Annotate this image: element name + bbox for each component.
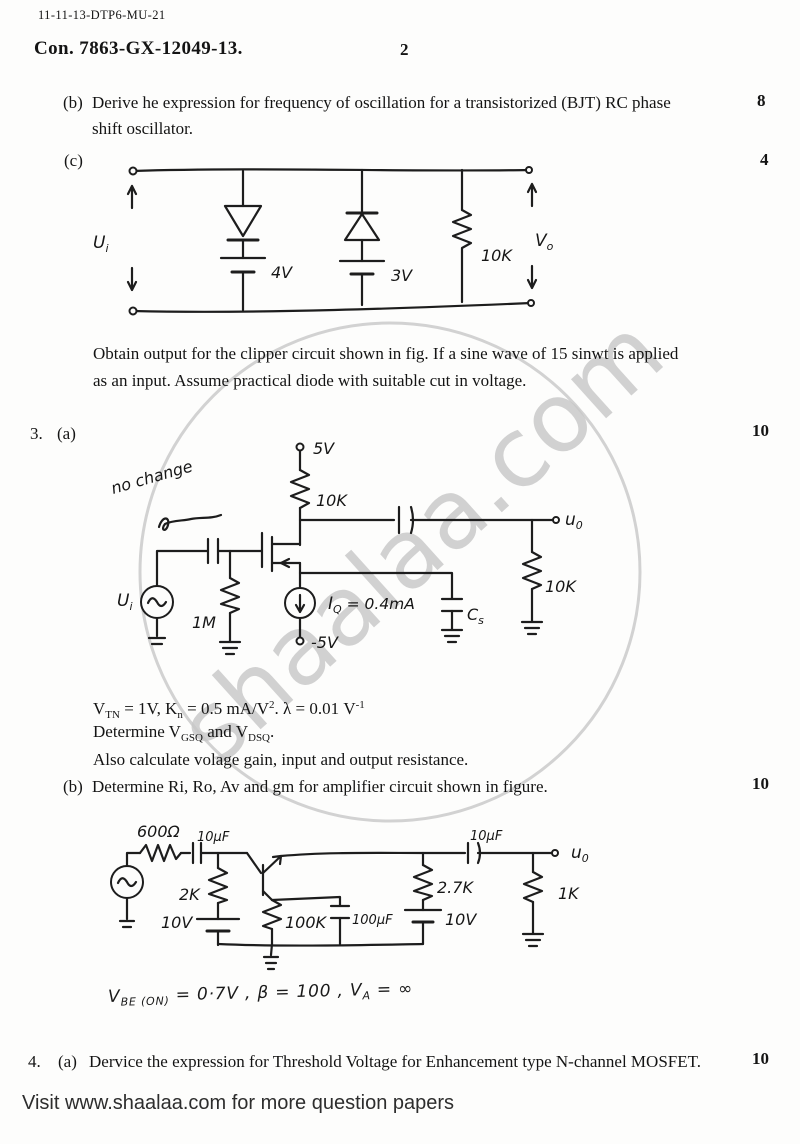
q2c-marks: 4 — [760, 150, 769, 169]
supply-battery-label: 10V — [445, 910, 477, 929]
load-resistor-1k-label: 1K — [558, 884, 580, 903]
clipper-input-arrows — [126, 184, 138, 292]
input-source — [140, 585, 174, 646]
drain-resistor-label: 10K — [316, 491, 348, 510]
collector-resistor-label: 2.7K — [437, 878, 474, 897]
resistor-10k — [451, 208, 473, 254]
clipper-terminals — [128, 166, 535, 316]
collector-resistor — [403, 851, 443, 946]
q2c-label: (c) — [64, 151, 83, 170]
q2c-desc-line1: Obtain output for the clipper circuit sh… — [93, 344, 679, 363]
bypass-cap-label: Cs — [467, 605, 484, 627]
bjt-output-label: u0 — [571, 843, 589, 865]
q3b-marks: 10 — [752, 774, 769, 793]
bjt-output-terminal — [551, 849, 559, 857]
q2b-marks: 8 — [757, 91, 766, 110]
q3b-text: Determine Ri, Ro, Av and gm for amplifie… — [92, 777, 548, 796]
bias-resistor-label: 2K — [179, 885, 201, 904]
transistor-symbol — [245, 851, 283, 902]
load-resistor-label: 10K — [545, 577, 577, 596]
gate-network — [155, 537, 264, 588]
handwritten-squiggle — [157, 513, 223, 531]
battery-1 — [219, 256, 267, 274]
bias-resistor — [195, 851, 241, 947]
diode-1 — [223, 204, 263, 242]
source-resistor — [138, 843, 183, 863]
output-terminal — [552, 516, 560, 524]
clipper-input-label: Ui — [93, 233, 109, 255]
exam-code: Con. 7863-GX-12049-13. — [34, 38, 243, 59]
mosfet-symbol — [260, 531, 302, 573]
page-number: 2 — [400, 40, 409, 59]
q4a-marks: 10 — [752, 1049, 769, 1068]
signal-source — [110, 851, 144, 929]
q3b-label: (b) — [63, 777, 83, 796]
q3-number: 3. — [30, 424, 43, 443]
input-cap — [179, 841, 249, 865]
battery1-label: 4V — [271, 263, 293, 282]
diode-2 — [343, 211, 381, 242]
load-resistor — [520, 518, 544, 636]
watermark-circle — [138, 321, 642, 823]
input-source-label: Ui — [117, 591, 133, 613]
bias-battery-label: 10V — [161, 913, 193, 932]
footer-link-text[interactable]: Visit www.shaalaa.com for more question … — [22, 1092, 455, 1114]
output-cap — [466, 841, 555, 865]
q4a-text: Dervice the expression for Threshold Vol… — [89, 1052, 701, 1071]
drain-resistor — [289, 468, 311, 510]
vss-label: -5V — [311, 633, 339, 652]
gate-resistor-label: 1M — [192, 613, 216, 632]
vdd-label: 5V — [313, 439, 335, 458]
current-source-label: IQ = 0.4mA — [328, 594, 415, 616]
mosfet-circuit-figure: no change 5V 10K u0 10K — [109, 439, 583, 656]
gate-resistor — [218, 549, 242, 656]
output-label: u0 — [565, 510, 583, 532]
clipper-wires — [131, 168, 533, 313]
q3a-marks: 10 — [752, 421, 769, 440]
load-resistor-1k — [521, 851, 545, 948]
battery2-label: 3V — [391, 266, 413, 285]
clipper-output-label: Vo — [535, 231, 554, 253]
clipper-output-arrows — [526, 182, 538, 290]
q2c-desc-line2: as an input. Assume practical diode with… — [93, 371, 527, 390]
doc-code: 11-11-13-DTP6-MU-21 — [38, 8, 166, 22]
vdd-terminal — [295, 442, 305, 452]
q2b-line2: shift oscillator. — [92, 119, 194, 138]
output-coupling-cap — [298, 505, 555, 535]
q4-number: 4. — [28, 1052, 41, 1071]
emitter-cap-label: 100μF — [352, 913, 393, 928]
ground-rail — [216, 942, 425, 947]
collector-wire — [279, 851, 467, 858]
resistor-label: 10K — [481, 246, 513, 265]
q3a-also-line: Also calculate volage gain, input and ou… — [93, 750, 469, 769]
input-cap-label: 10μF — [197, 830, 230, 845]
battery-2 — [338, 259, 386, 276]
handwritten-note: no change — [109, 456, 195, 497]
source-resistor-label: 600Ω — [137, 822, 181, 841]
q2b-line1: Derive he expression for frequency of os… — [92, 93, 671, 112]
current-source — [284, 561, 316, 646]
output-cap-label: 10μF — [470, 829, 503, 844]
bypass-cap — [298, 571, 464, 644]
bjt-circuit-figure: 600Ω 10μF 2K 10V 100K — [110, 822, 589, 971]
clipper-circuit-figure: Ui 4V 3V 10K Vo — [93, 166, 554, 316]
emitter-resistor — [261, 898, 283, 971]
emitter-bypass-cap — [270, 895, 351, 946]
q3a-given-line: VTN = 1V, Kn = 0.5 mA/V2. λ = 0.01 V-1 — [93, 699, 365, 721]
q4a-label: (a) — [58, 1052, 77, 1071]
emitter-resistor-label: 100K — [285, 913, 328, 932]
q3a-label: (a) — [57, 424, 76, 443]
q2b-label: (b) — [63, 93, 83, 112]
q3a-determine-line: Determine VGSQ and VDSQ. — [93, 722, 275, 744]
